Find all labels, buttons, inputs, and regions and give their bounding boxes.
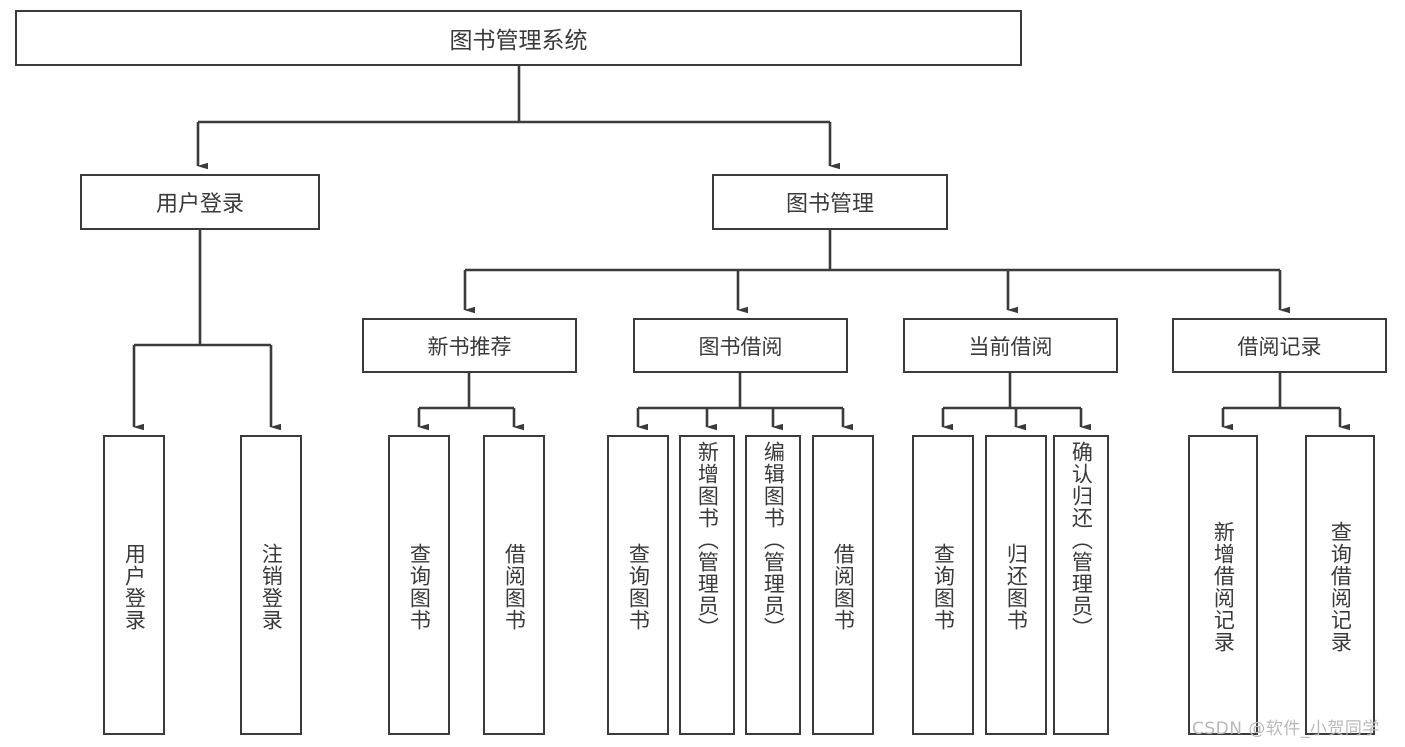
leaf-label: 归还图书 bbox=[1004, 543, 1029, 631]
node-user-login[interactable]: 用户登录 bbox=[80, 174, 320, 230]
node-leaf-add-borrow-record[interactable]: 新增借阅记录 bbox=[1188, 435, 1258, 735]
node-leaf-edit-book-admin[interactable]: 编辑图书（管理员） bbox=[745, 435, 801, 735]
node-leaf-query-borrow-record[interactable]: 查询借阅记录 bbox=[1305, 435, 1375, 735]
node-borrow-record[interactable]: 借阅记录 bbox=[1172, 318, 1387, 373]
leaf-label: 查询图书 bbox=[931, 543, 956, 631]
node-leaf-add-book-admin[interactable]: 新增图书（管理员） bbox=[679, 435, 735, 735]
leaf-label: 用户登录 bbox=[122, 543, 147, 631]
leaf-label: 查询图书 bbox=[407, 543, 432, 631]
leaf-label: 新增图书（管理员） bbox=[695, 441, 720, 639]
node-leaf-logout-login[interactable]: 注销登录 bbox=[240, 435, 302, 735]
node-leaf-query-book-3[interactable]: 查询图书 bbox=[912, 435, 974, 735]
leaf-label: 查询图书 bbox=[626, 543, 651, 631]
node-leaf-user-login[interactable]: 用户登录 bbox=[103, 435, 165, 735]
node-leaf-query-book-2[interactable]: 查询图书 bbox=[607, 435, 669, 735]
node-leaf-return-book[interactable]: 归还图书 bbox=[985, 435, 1047, 735]
node-leaf-confirm-return-admin[interactable]: 确认归还（管理员） bbox=[1053, 435, 1109, 735]
node-leaf-query-book-1[interactable]: 查询图书 bbox=[388, 435, 450, 735]
leaf-label: 注销登录 bbox=[259, 543, 284, 631]
leaf-label: 借阅图书 bbox=[831, 543, 856, 631]
node-leaf-borrow-book-1[interactable]: 借阅图书 bbox=[483, 435, 545, 735]
leaf-label: 借阅图书 bbox=[502, 543, 527, 631]
leaf-label: 新增借阅记录 bbox=[1211, 521, 1236, 653]
node-book-manage[interactable]: 图书管理 bbox=[712, 174, 948, 230]
csdn-watermark: CSDN @软件_小贺同学 bbox=[1192, 719, 1380, 739]
node-current-borrow[interactable]: 当前借阅 bbox=[903, 318, 1118, 373]
node-book-borrow[interactable]: 图书借阅 bbox=[633, 318, 848, 373]
leaf-label: 编辑图书（管理员） bbox=[761, 441, 786, 639]
node-leaf-borrow-book-2[interactable]: 借阅图书 bbox=[812, 435, 874, 735]
node-new-book-recommend[interactable]: 新书推荐 bbox=[362, 318, 577, 373]
leaf-label: 确认归还（管理员） bbox=[1069, 441, 1094, 639]
leaf-label: 查询借阅记录 bbox=[1328, 521, 1353, 653]
node-root[interactable]: 图书管理系统 bbox=[15, 10, 1022, 66]
